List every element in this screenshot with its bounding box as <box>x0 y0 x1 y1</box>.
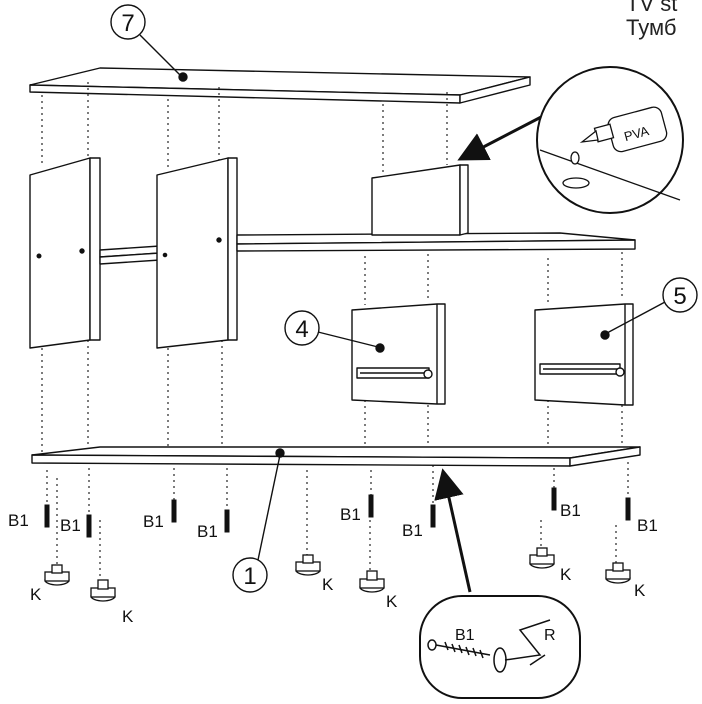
glue-bottle-label: PVA <box>622 123 650 144</box>
screw-icon <box>368 494 374 518</box>
tool-callout: B1 R <box>419 468 581 699</box>
door-panel-4 <box>351 303 446 405</box>
foot-label: K <box>634 581 646 600</box>
part-5-label: 5 <box>673 283 686 310</box>
foot-icon <box>605 562 631 584</box>
screwdriver-icon <box>427 619 551 673</box>
screw-icon <box>551 487 557 511</box>
part-1-marker <box>232 557 268 593</box>
right-upper-panel <box>371 164 469 236</box>
foot-icon <box>90 579 116 602</box>
foot-icon <box>359 570 385 593</box>
feet <box>44 547 631 602</box>
screw-label: B1 <box>340 505 361 524</box>
screw-icon <box>430 504 436 528</box>
part-1-label: 1 <box>243 563 256 590</box>
foot-label: K <box>560 565 572 584</box>
screws <box>44 487 631 538</box>
screw-label: B1 <box>8 511 29 530</box>
foot-icon <box>44 564 70 586</box>
screw-icon <box>625 497 631 521</box>
header-line-2: Тумб <box>626 15 677 40</box>
foot-label: K <box>386 592 398 611</box>
door-panel-5 <box>534 303 634 406</box>
tool-screw-label: B1 <box>455 627 475 644</box>
screw-icon <box>44 504 50 528</box>
header-line-1: TV st <box>626 0 678 16</box>
top-panel <box>29 67 531 104</box>
part-7-label: 7 <box>121 10 134 37</box>
screw-icon <box>86 514 92 538</box>
glue-bottle-icon <box>562 106 668 189</box>
screw-label: B1 <box>143 512 164 531</box>
middle-shelf <box>99 245 161 265</box>
foot-label: K <box>122 607 134 626</box>
alignment-lines <box>41 82 629 580</box>
screw-label: B1 <box>560 501 581 520</box>
part-7-marker <box>110 4 146 40</box>
foot-icon <box>529 547 555 569</box>
screw-icon <box>171 499 177 523</box>
tool-label: R <box>544 627 556 644</box>
part-4-label: 4 <box>295 316 308 343</box>
screw-icon <box>224 509 230 533</box>
left-side-panel <box>29 157 101 349</box>
screw-label: B1 <box>402 521 423 540</box>
screw-label: B1 <box>60 516 81 535</box>
middle-side-panel <box>156 157 238 349</box>
part-4-marker <box>284 310 320 346</box>
screw-label: B1 <box>197 522 218 541</box>
foot-label: K <box>30 585 42 604</box>
glue-callout: PVA <box>457 66 684 214</box>
foot-label: K <box>322 575 334 594</box>
bottom-panel <box>31 446 641 467</box>
part-5-marker <box>662 277 698 313</box>
foot-icon <box>295 554 321 576</box>
screw-label: B1 <box>637 516 658 535</box>
